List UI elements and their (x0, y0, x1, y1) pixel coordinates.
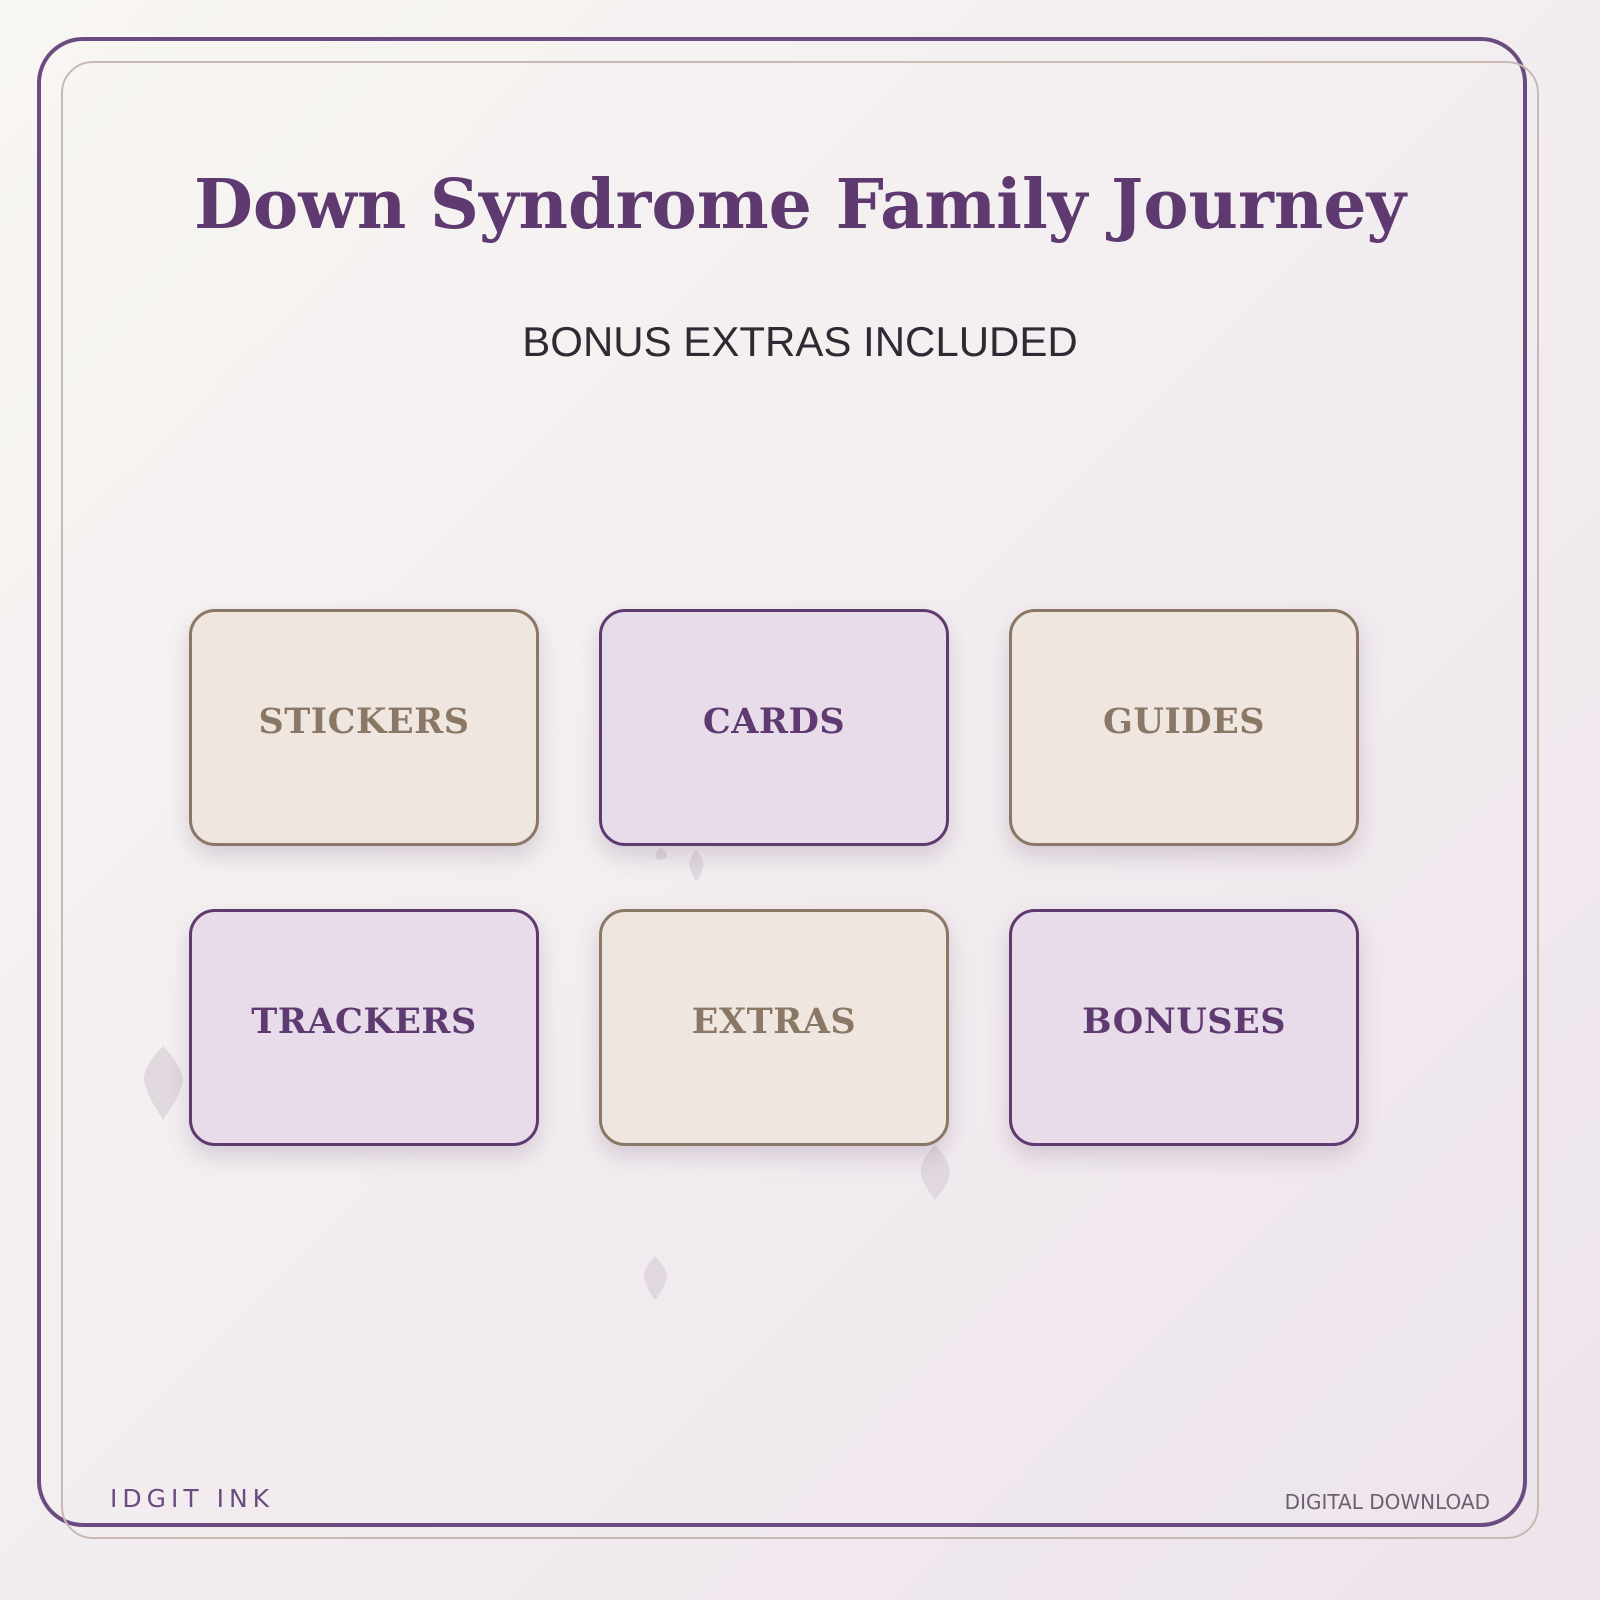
brand-name: IDGIT INK (110, 1484, 275, 1513)
digital-download-label: DIGITAL DOWNLOAD (1284, 1490, 1490, 1514)
tile-label: STICKERS (258, 701, 470, 742)
tile-label: TRACKERS (251, 1001, 477, 1042)
tile-label: EXTRAS (691, 1001, 857, 1042)
tile-label: BONUSES (1082, 1001, 1286, 1042)
tile-label: CARDS (702, 701, 846, 742)
inner-frame (61, 61, 1539, 1539)
tile-stickers: STICKERS (189, 609, 539, 846)
tile-bonuses: BONUSES (1009, 909, 1359, 1146)
page-subtitle: BONUS EXTRAS INCLUDED (522, 318, 1078, 365)
tile-guides: GUIDES (1009, 609, 1359, 846)
tile-cards: CARDS (599, 609, 949, 846)
outer-frame (37, 37, 1527, 1527)
page-title: Down Syndrome Family Journey (193, 165, 1407, 245)
tile-label: GUIDES (1102, 701, 1266, 742)
tile-extras: EXTRAS (599, 909, 949, 1146)
tile-trackers: TRACKERS (189, 909, 539, 1146)
